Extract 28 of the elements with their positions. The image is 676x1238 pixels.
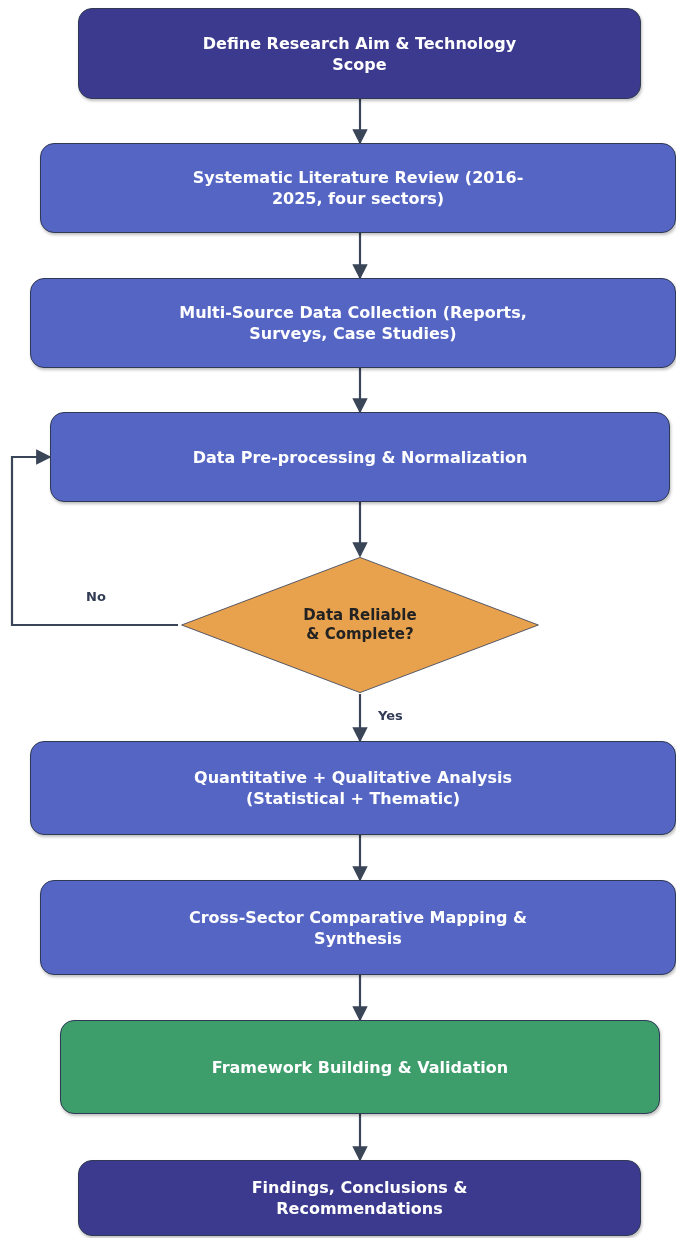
arrow xyxy=(352,368,368,414)
arrow xyxy=(352,975,368,1022)
process-box xyxy=(50,412,670,502)
terminal-box xyxy=(78,1160,641,1236)
terminal-box xyxy=(78,8,641,99)
node-text: Cross-Sector Comparative Mapping & Synthesis xyxy=(187,906,529,949)
process-box xyxy=(30,741,676,835)
arrow xyxy=(352,233,368,280)
node-text: Quantitative + Qualitative Analysis (Statistical + Thematic) xyxy=(193,767,513,809)
process-box xyxy=(40,143,676,233)
arrow xyxy=(352,99,368,145)
node-text: Findings, Conclusions & Recommendations xyxy=(250,1177,469,1219)
process-box xyxy=(40,880,676,975)
node-text: Define Research Aim & Technology Scope xyxy=(201,32,518,75)
node-text: Data Reliable & Complete? xyxy=(302,606,418,644)
arrow xyxy=(10,449,178,627)
decision-diamond xyxy=(178,556,542,694)
arrow xyxy=(352,694,368,743)
arrow xyxy=(352,835,368,882)
process-box xyxy=(30,278,676,368)
arrow xyxy=(352,502,368,558)
arrow xyxy=(352,1114,368,1162)
node-text: Framework Building & Validation xyxy=(211,1056,509,1078)
edge-label: No xyxy=(84,589,108,604)
node-text: Multi-Source Data Collection (Reports, Surveys, Case Studies) xyxy=(178,302,528,344)
node-text: Systematic Literature Review (2016-2025, four sectors) xyxy=(191,167,525,209)
process-box xyxy=(60,1020,660,1114)
node-text: Data Pre-processing & Normalization xyxy=(192,446,528,468)
